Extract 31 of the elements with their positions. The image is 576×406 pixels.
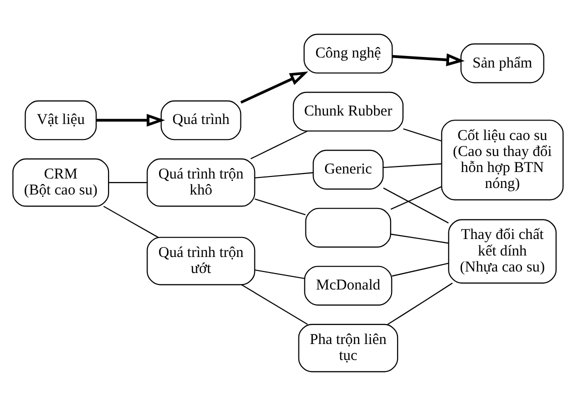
connector	[392, 262, 449, 277]
connector	[254, 270, 305, 280]
node-box: CRM (Bột cao su)	[12, 158, 110, 207]
node-box: Quá trình	[160, 100, 242, 140]
node-box: Vật liệu	[24, 100, 97, 140]
connector	[254, 172, 314, 178]
node-box: Cốt liệu cao su (Cao su thay đổi hỗn hợp BTN nóng)	[441, 120, 564, 200]
connector	[250, 130, 308, 160]
node-box: Pha trộn liên tục	[298, 324, 398, 372]
node-box: Công nghệ	[304, 34, 393, 74]
connector	[387, 282, 453, 325]
arrow	[392, 53, 465, 66]
node-box	[305, 208, 392, 248]
connector	[390, 186, 442, 210]
connector	[383, 163, 442, 168]
node-box: Chunk Rubber	[292, 92, 404, 132]
connector	[254, 198, 306, 216]
node-box: Sản phẩm	[460, 43, 544, 84]
connector	[383, 188, 449, 224]
node-box: Thay đổi chất kết dính (Nhựa cao su)	[448, 219, 557, 284]
connector	[241, 284, 308, 325]
connector	[390, 234, 449, 244]
arrow	[240, 71, 308, 104]
connector	[103, 206, 158, 238]
node-box: Quá trình trộn ướt	[146, 236, 256, 286]
arrow	[96, 114, 166, 127]
connector	[108, 182, 147, 184]
node-box: Quá trình trộn khô	[146, 158, 256, 207]
connector	[403, 128, 442, 142]
node-box: McDonald	[304, 266, 392, 306]
node-box: Generic	[312, 150, 384, 190]
